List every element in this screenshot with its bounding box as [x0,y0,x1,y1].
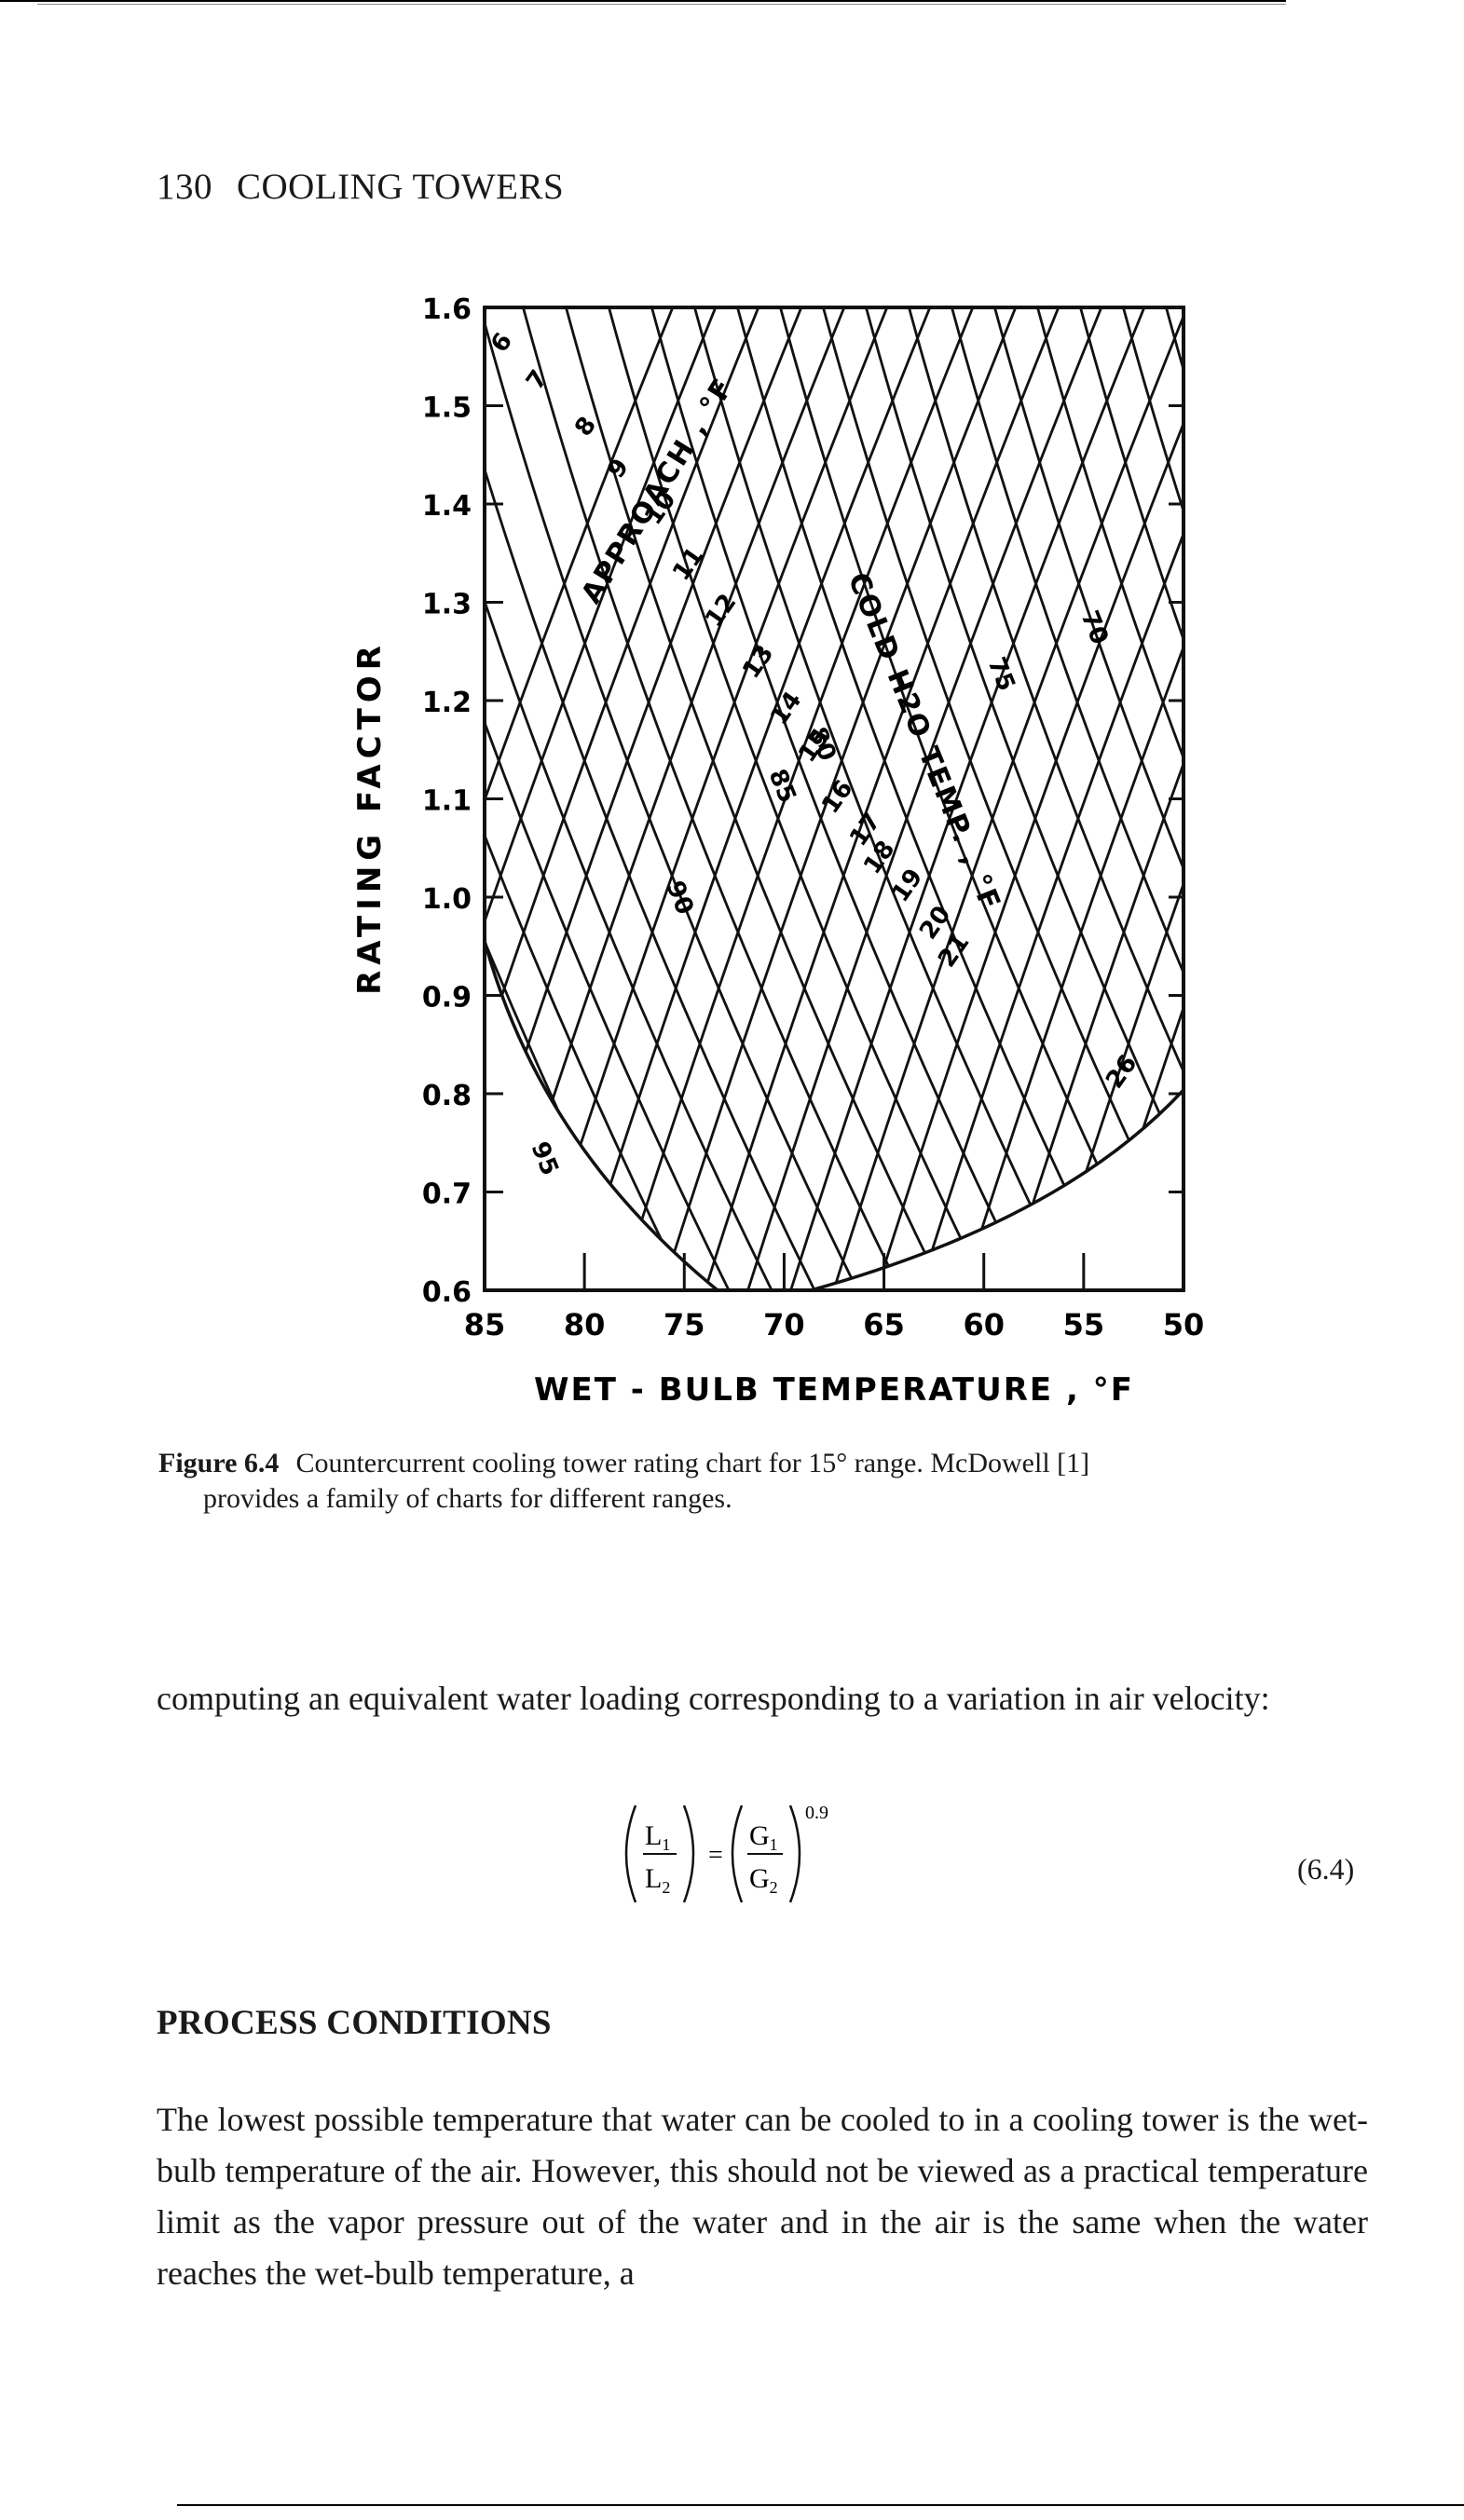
eq-rhs-num: G1 [749,1820,778,1854]
x-tick-label: 50 [1163,1307,1205,1342]
eq-left-paren-2 [731,1805,744,1903]
approach-label: 14 [765,687,807,730]
y-tick-label: 1.3 [422,589,472,621]
cold-water-curve [1031,307,1184,1290]
eq-lhs-den: L2 [645,1863,670,1897]
page-number: 130 [157,167,212,207]
y-axis-title: RATING FACTOR [351,640,389,995]
x-tick-label: 65 [863,1307,905,1342]
approach-label: 6 [486,328,518,358]
eq-rhs-den: G2 [749,1863,778,1897]
cold-water-curve [688,307,1101,1290]
approach-label: 11 [667,542,709,586]
approach-curve [606,307,982,1290]
bottom-rule [177,2504,1464,2506]
eq-lhs-num: L1 [645,1820,670,1854]
axis-ticks [483,306,1185,1292]
cold-water-label: 90 [661,877,699,919]
figure-label: Figure 6.4 [158,1448,280,1478]
cold-water-label: 95 [526,1137,564,1179]
approach-curve [691,307,1068,1290]
paragraph-2: The lowest possible temperature that wat… [157,2101,1368,2292]
cold-water-curve [945,307,1184,1290]
running-head-title: COOLING TOWERS [237,167,565,207]
x-tick-label: 55 [1063,1307,1105,1342]
section-heading: PROCESS CONDITIONS [157,2004,552,2042]
x-tick-label: 80 [564,1307,606,1342]
cold-water-curve [485,307,844,1290]
approach-curve [949,307,1184,1290]
cold-water-curve [859,307,1184,1290]
caption-line-2: provides a family of charts for differen… [203,1483,732,1514]
top-rule-thin [37,4,1286,5]
y-tick-label: 1.0 [422,883,472,916]
approach-label: 9 [602,454,635,484]
y-tick-label: 0.7 [422,1178,472,1211]
cold-water-curve [485,307,887,1290]
equation-number: (6.4) [1297,1852,1355,1886]
eq-right-paren-1 [682,1805,695,1903]
x-tick-label: 75 [664,1307,705,1342]
approach-curve [485,307,725,1290]
eq-right-paren-2 [788,1805,801,1903]
y-tick-label: 0.9 [422,982,472,1015]
cold-water-curve [516,307,930,1290]
approach-curve [777,307,1154,1290]
cold-water-curve [645,307,1059,1290]
cold-water-curve [988,307,1184,1290]
eq-equals: = [708,1841,723,1870]
chart-labels: 1.6 1.5 1.4 1.3 1.2 1.1 1.0 0.9 0.8 0.7 0.685 80 75 7… [351,293,1204,1409]
approach-curve [1034,307,1184,1290]
rating-chart: 1.6 1.5 1.4 1.3 1.2 1.1 1.0 0.9 0.8 0.7 0.685 80 75 7… [351,289,1211,1409]
cold-water-curve [1204,289,1211,1346]
cold-water-curve [602,307,1016,1290]
x-tick-label: 85 [464,1307,506,1342]
cold-water-curve [485,307,716,1290]
approach-label: 26 [1101,1050,1142,1094]
cold-water-curve [485,307,801,1290]
approach-curve [1208,289,1211,1328]
approach-label: 19 [886,864,928,907]
x-tick-label: 70 [763,1307,805,1342]
y-tick-label: 1.4 [422,490,472,523]
figure-caption: Figure 6.4 Countercurrent cooling tower r… [158,1446,1370,1517]
cold-water-curve [1159,307,1184,1290]
eq-left-paren-1 [624,1805,637,1903]
equation-6-4: L1 L2 = G1 G2 0.9 [624,1803,828,1903]
running-head: 130 COOLING TOWERS [157,166,564,208]
approach-label: 7 [521,365,554,395]
eq-exponent: 0.9 [805,1803,828,1823]
cold-water-curve [1116,307,1184,1290]
y-tick-label: 1.5 [422,392,472,425]
paragraph-1: computing an equivalent water loading co… [157,1680,1270,1717]
approach-curve [649,307,1025,1290]
caption-line-1: Countercurrent cooling tower rating char… [295,1448,1090,1478]
approach-curve [820,307,1184,1290]
approach-curve [1077,307,1184,1290]
y-tick-label: 0.8 [422,1080,472,1112]
approach-curve [992,307,1184,1290]
approach-curve [906,307,1184,1290]
approach-curve [863,307,1184,1290]
y-tick-label: 1.1 [422,785,472,818]
cold-water-label: 70 [1075,606,1114,648]
x-tick-label: 60 [963,1307,1005,1342]
top-rule [0,0,1286,2]
cold-water-curve [902,307,1184,1290]
y-tick-label: 1.2 [422,687,472,719]
cold-water-curve [559,307,973,1290]
approach-curve [485,307,768,1290]
x-axis-title: WET - BULB TEMPERATURE , °F [534,1371,1134,1409]
y-tick-label: 1.6 [422,293,472,326]
approach-curve [563,307,939,1290]
cold-water-curve [1074,307,1184,1290]
cold-water-curve [485,307,759,1290]
approach-curve [485,307,811,1290]
y-tick-label: 0.6 [422,1276,472,1309]
approach-curve [734,307,1111,1290]
approach-curve [1163,307,1184,1290]
